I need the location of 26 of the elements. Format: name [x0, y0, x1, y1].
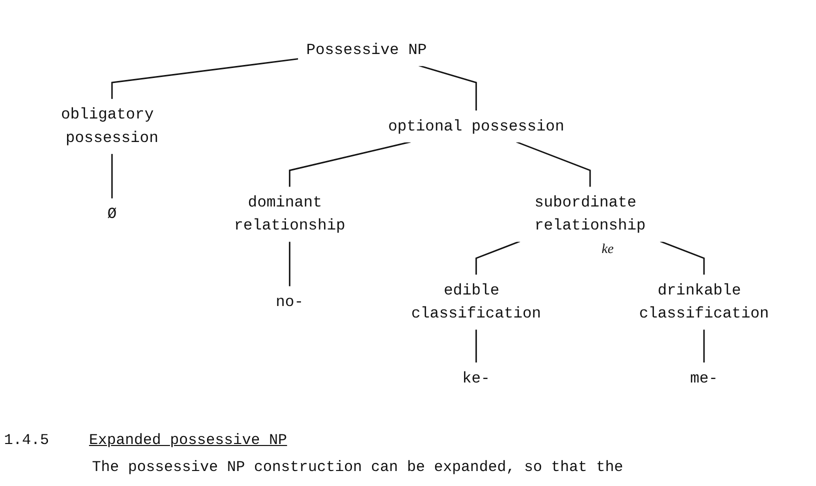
body-text: The possessive NP construction can be expanded, so that the [92, 459, 624, 476]
connector [418, 64, 477, 111]
tree-diagram: Possessive NP obligatory possession optional possession Ø dominant relationship subordinate relationship no- edible classification drinkable classification ke- me- ke [0, 26, 816, 402]
connector [516, 140, 591, 187]
node-text: dominant relationship [234, 194, 346, 234]
connector [111, 153, 113, 199]
node-text: me- [690, 369, 718, 387]
connector [111, 58, 299, 100]
connector [288, 241, 290, 286]
node-text: subordinate relationship [534, 194, 646, 234]
section-heading: Expanded possessive NP [89, 432, 288, 449]
node-text: Ø [107, 205, 117, 223]
node-text: obligatory possession [61, 106, 158, 146]
node-text: optional possession [388, 117, 564, 135]
connector [288, 140, 411, 187]
connector [660, 240, 705, 275]
section-number: 1.4.5 [4, 432, 50, 449]
node-text: Possessive NP [306, 41, 427, 59]
connector [475, 328, 477, 363]
connector [475, 240, 520, 275]
node-text: no- [276, 293, 304, 311]
handwritten-note: ke [602, 240, 614, 256]
node-text: drinkable classification [639, 282, 769, 322]
node-text: ke- [462, 369, 490, 387]
connector [703, 328, 705, 363]
node-text: edible classification [411, 282, 542, 322]
